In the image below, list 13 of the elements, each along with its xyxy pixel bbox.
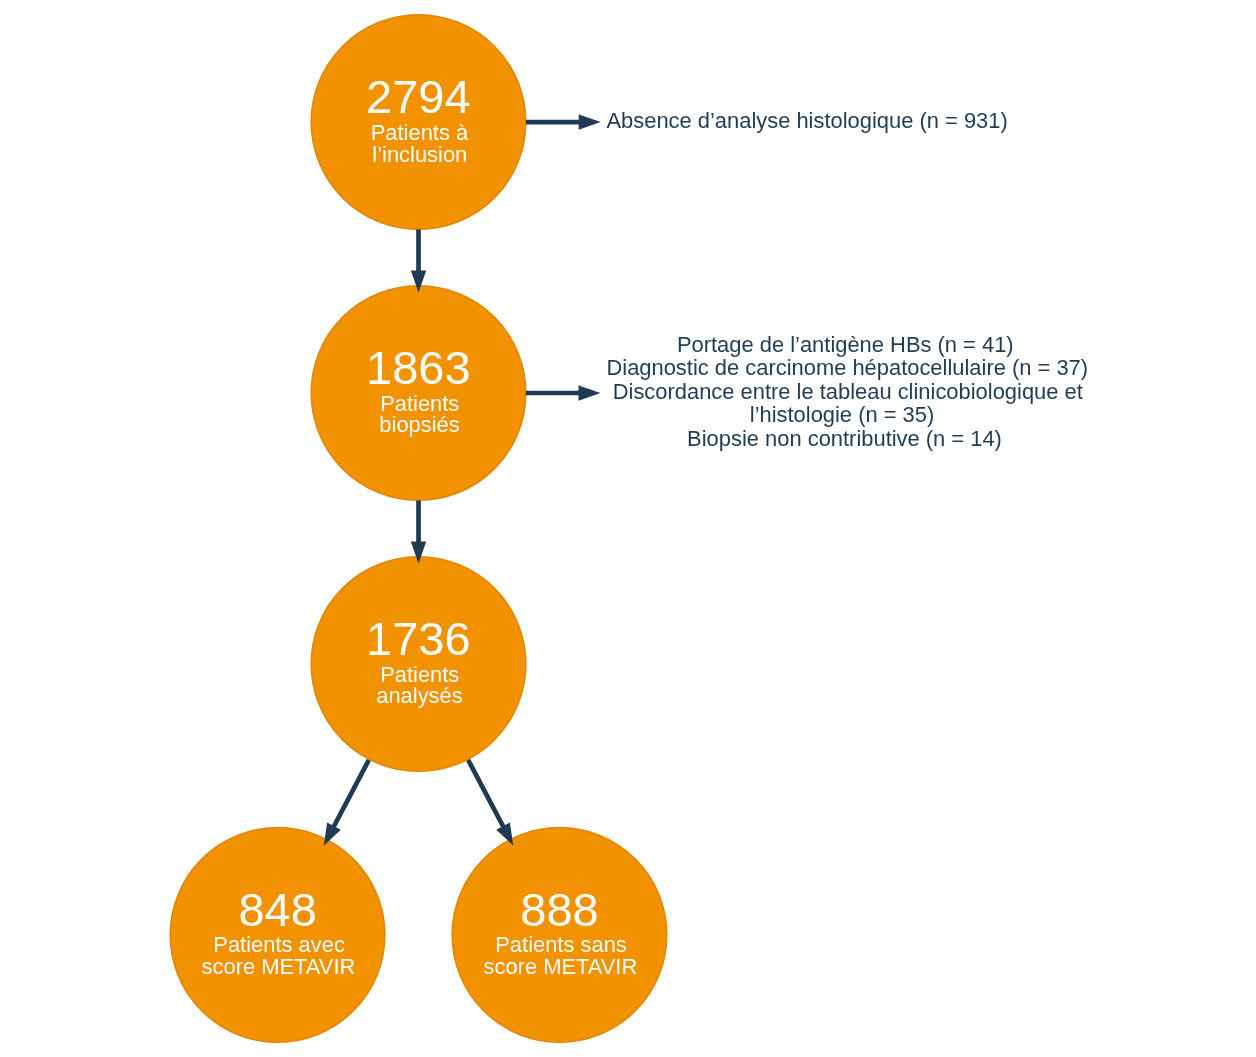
node-circle: 848 Patients avec score METAVIR (169, 826, 386, 1043)
node-circle: 888 Patients sans score METAVIR (451, 826, 668, 1043)
node-circle: 1863 Patients biopsiés (310, 284, 527, 502)
arrow (410, 229, 427, 293)
arrow (466, 758, 514, 846)
arrow (323, 758, 371, 846)
arrow (526, 114, 601, 130)
arrow (525, 385, 601, 401)
node-text: Absence d’analyse histologique (n = 931) (606, 107, 1008, 133)
node-circle: 1736 Patients analysés (310, 555, 527, 773)
arrow (410, 500, 427, 564)
node-text: Portage de l’antigène HBs (n = 41) Diagnostic de carcinome hépatocellulaire (n = 37) Discordance entre le tableau clinicobiologique et l’histologie (n = 35) Biopsie non contributive (n = 14) (606, 331, 1089, 451)
node-circle: 2794 Patients à l’inclusion (310, 14, 527, 231)
